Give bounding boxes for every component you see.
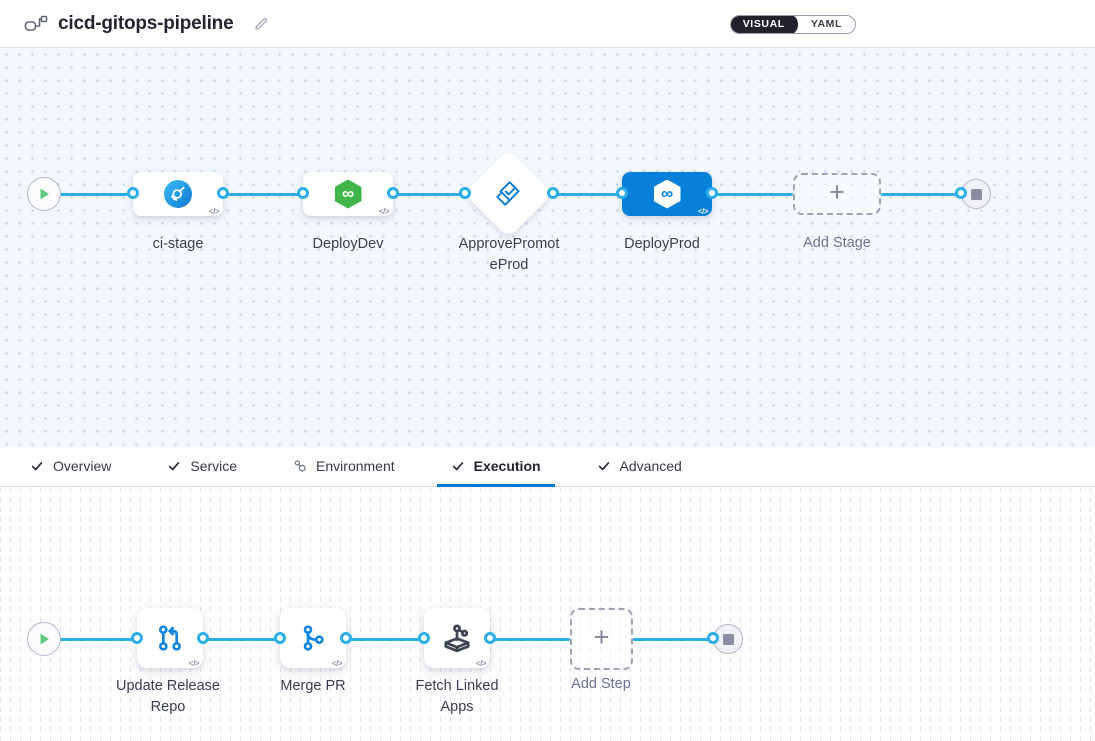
port[interactable]: [547, 187, 559, 199]
update-release-repo-icon: [159, 625, 181, 651]
environment-icon: [293, 459, 307, 473]
tab-environment[interactable]: Environment: [279, 447, 409, 487]
port[interactable]: [418, 632, 430, 644]
edge: [712, 192, 793, 196]
code-badge: </>: [208, 207, 220, 216]
stop-icon: [970, 188, 982, 200]
port[interactable]: [387, 187, 399, 199]
pipeline-icon: [24, 14, 48, 34]
approval-icon: [496, 181, 520, 206]
add-step-button[interactable]: +: [570, 608, 633, 670]
edge: [633, 637, 713, 641]
code-badge: </>: [697, 207, 709, 216]
check-icon: [30, 459, 44, 473]
cd-deploy-icon: ∞: [334, 179, 362, 209]
add-stage-button[interactable]: +: [793, 173, 881, 215]
step-node-fetch-linked-apps[interactable]: </>: [424, 608, 490, 668]
toggle-yaml[interactable]: YAML: [810, 18, 842, 30]
step-node-merge-pr[interactable]: </>: [280, 608, 346, 668]
cd-deploy-icon: ∞: [653, 179, 681, 209]
edge: [44, 192, 133, 196]
edge: [223, 192, 303, 196]
play-icon: [40, 188, 49, 200]
port[interactable]: [616, 187, 628, 199]
step-label: Update Release Repo: [116, 678, 220, 715]
page-title: cicd-gitops-pipeline: [58, 12, 234, 34]
port[interactable]: [131, 632, 143, 644]
ci-build-icon: [164, 180, 192, 208]
start-node: [27, 622, 61, 656]
header: cicd-gitops-pipeline VISUAL YAML: [0, 0, 1095, 48]
stage-label: DeployDev: [312, 236, 384, 252]
edge: [346, 637, 424, 641]
play-icon: [40, 633, 49, 645]
code-badge: </>: [475, 659, 487, 668]
stage-node-deploydev[interactable]: ∞ </>: [303, 172, 393, 216]
stage-node-deployprod[interactable]: ∞ </>: [622, 172, 712, 216]
stage-node-ci-stage[interactable]: </>: [133, 172, 223, 216]
step-node-update-release-repo[interactable]: </>: [137, 608, 203, 668]
edge: [393, 192, 465, 196]
tab-execution[interactable]: Execution: [436, 447, 555, 487]
stage-config-tabbar: Overview Service Environment Execution A…: [0, 447, 1095, 487]
plus-icon: +: [593, 622, 610, 652]
plus-icon: +: [829, 177, 845, 207]
edge: [203, 637, 280, 641]
end-node: [713, 624, 743, 654]
port[interactable]: [955, 187, 967, 199]
stage-label: ci-stage: [152, 236, 204, 252]
merge-pr-icon: [303, 625, 324, 651]
stage-canvas[interactable]: </> ∞ </> ∞ </> + ci-stage Dep: [0, 48, 1095, 447]
tab-overview[interactable]: Overview: [16, 447, 125, 487]
toggle-visual[interactable]: VISUAL: [730, 16, 798, 33]
check-icon: [597, 459, 611, 473]
stop-icon: [722, 633, 734, 645]
port[interactable]: [274, 632, 286, 644]
code-badge: </>: [188, 659, 200, 668]
port[interactable]: [340, 632, 352, 644]
step-label: Fetch Linked Apps: [415, 678, 499, 715]
check-icon: [167, 459, 181, 473]
port[interactable]: [217, 187, 229, 199]
code-badge: </>: [331, 659, 343, 668]
start-node: [27, 177, 61, 211]
execution-canvas[interactable]: </> </> </> + U: [0, 487, 1095, 741]
port[interactable]: [707, 632, 719, 644]
step-label: Add Step: [571, 676, 631, 692]
step-label: Merge PR: [280, 678, 346, 694]
edge: [44, 637, 137, 641]
edge: [881, 192, 961, 196]
stage-label: ApprovePromot eProd: [458, 236, 560, 273]
edge: [553, 192, 622, 196]
stage-node-approvepromoteprod[interactable]: [463, 148, 554, 239]
tab-advanced[interactable]: Advanced: [583, 447, 696, 487]
code-badge: </>: [378, 207, 390, 216]
port[interactable]: [459, 187, 471, 199]
tab-service[interactable]: Service: [153, 447, 251, 487]
port[interactable]: [297, 187, 309, 199]
edge: [490, 637, 570, 641]
port[interactable]: [484, 632, 496, 644]
port[interactable]: [127, 187, 139, 199]
stage-label: DeployProd: [624, 236, 700, 252]
port[interactable]: [197, 632, 209, 644]
check-icon: [451, 459, 465, 473]
fetch-linked-apps-icon: [444, 624, 470, 653]
port[interactable]: [706, 187, 718, 199]
edit-pencil-icon[interactable]: [253, 15, 270, 32]
stage-label: Add Stage: [803, 235, 871, 251]
visual-yaml-toggle[interactable]: VISUAL YAML: [729, 15, 856, 34]
